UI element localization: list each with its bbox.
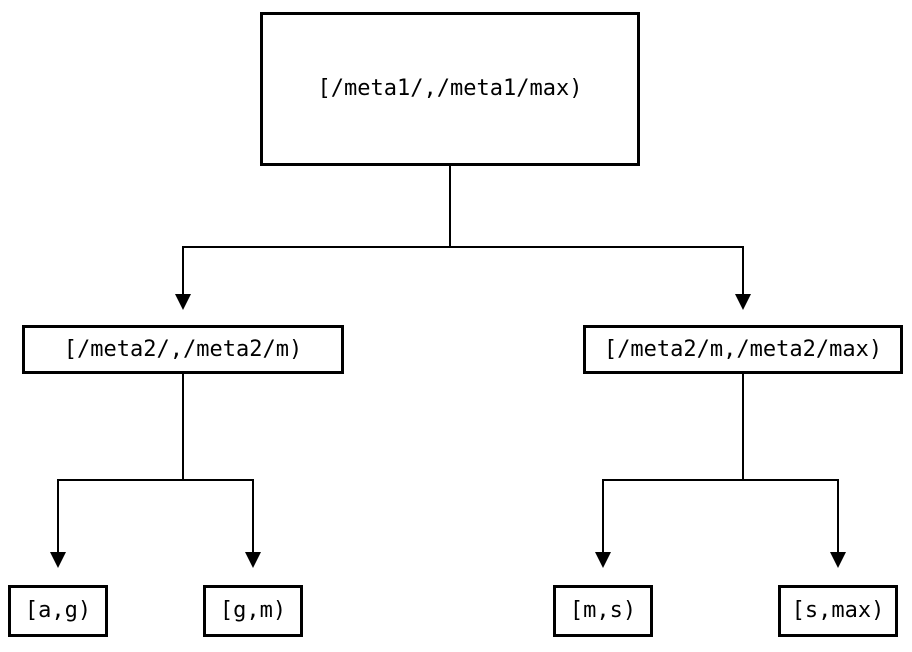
arrow-down-icon bbox=[50, 552, 66, 568]
node-leaf-ag: [a,g) bbox=[8, 585, 108, 637]
node-leaf-ms-label: [m,s) bbox=[569, 598, 637, 623]
arrow-down-icon bbox=[245, 552, 261, 568]
node-meta2-left-label: [/meta2/,/meta2/m) bbox=[63, 336, 303, 362]
arrow-down-icon bbox=[735, 294, 751, 310]
node-leaf-ms: [m,s) bbox=[553, 585, 653, 637]
arrow-down-icon bbox=[830, 552, 846, 568]
node-meta2-right-label: [/meta2/m,/meta2/max) bbox=[603, 336, 883, 362]
node-leaf-smax: [s,max) bbox=[778, 585, 898, 637]
node-meta2-left: [/meta2/,/meta2/m) bbox=[22, 325, 344, 374]
node-leaf-ag-label: [a,g) bbox=[24, 598, 92, 623]
node-leaf-gm-label: [g,m) bbox=[219, 598, 287, 623]
node-leaf-gm: [g,m) bbox=[203, 585, 303, 637]
node-root-label: [/meta1/,/meta1/max) bbox=[317, 76, 583, 101]
arrow-down-icon bbox=[595, 552, 611, 568]
arrow-down-icon bbox=[175, 294, 191, 310]
node-root: [/meta1/,/meta1/max) bbox=[260, 12, 640, 166]
node-meta2-right: [/meta2/m,/meta2/max) bbox=[583, 325, 903, 374]
node-leaf-smax-label: [s,max) bbox=[791, 598, 885, 623]
